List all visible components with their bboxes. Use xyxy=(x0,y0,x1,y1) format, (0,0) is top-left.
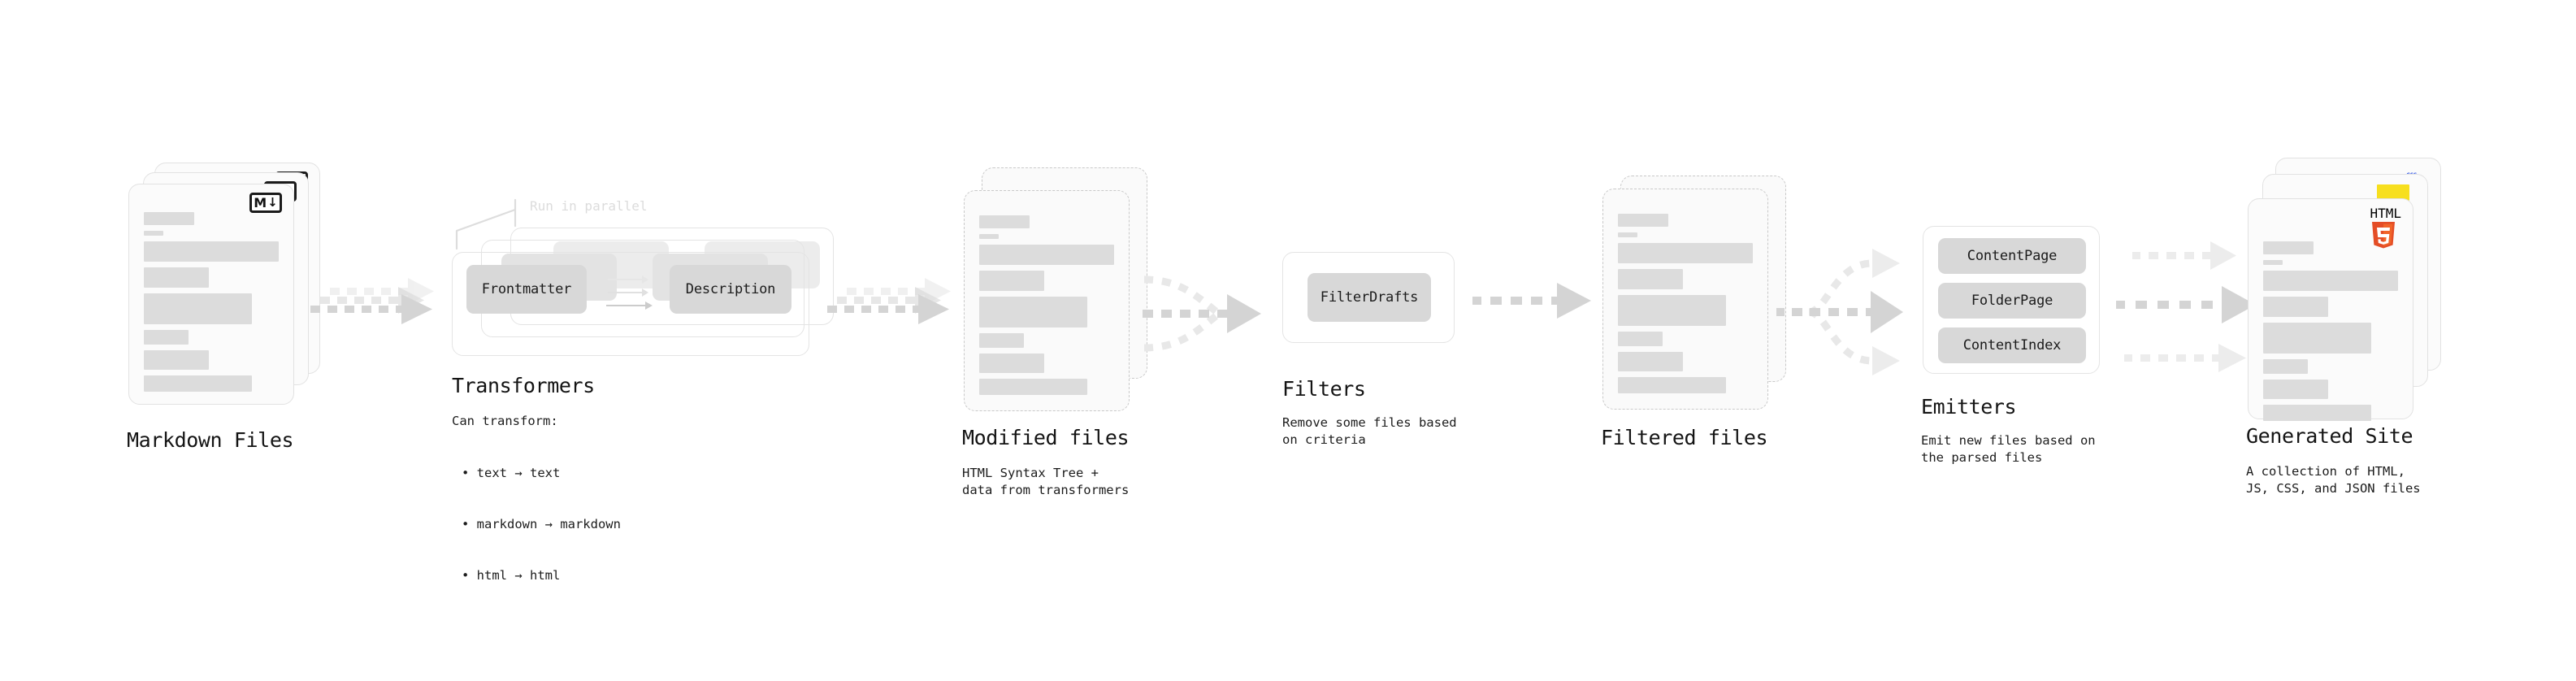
filters-group: FilterDrafts xyxy=(1282,252,1455,343)
markdown-files-title: Markdown Files xyxy=(127,428,294,452)
skeleton-bar xyxy=(1618,332,1663,346)
transformers-group: Run in parallel Frontmatter Description xyxy=(452,192,834,362)
skeleton-bar xyxy=(144,375,252,392)
html5-icon-glyph xyxy=(2372,222,2396,249)
skeleton-bar xyxy=(1618,352,1683,371)
filters-subtitle: Remove some files based on criteria xyxy=(1282,415,1457,447)
connector-filters-to-filtered xyxy=(1471,281,1594,320)
transform-bullet: • markdown → markdown xyxy=(462,517,621,531)
single-arrow-icon xyxy=(1472,283,1591,319)
skeleton-bar xyxy=(144,241,279,262)
markdown-icon: M↓ xyxy=(249,193,282,213)
skeleton-bar xyxy=(2263,260,2283,265)
skeleton-bar xyxy=(144,267,209,288)
emitter-chip-contentpage[interactable]: ContentPage xyxy=(1938,238,2086,274)
connector-transformers-to-modified xyxy=(827,275,957,345)
modified-card-skeleton xyxy=(979,215,1114,395)
generated-site-subtitle: A collection of HTML, JS, CSS, and JSON … xyxy=(2246,464,2421,496)
connector-filtered-to-emitters xyxy=(1776,236,1915,398)
transformer-chip-frontmatter[interactable]: Frontmatter xyxy=(466,265,587,314)
filtered-card-front xyxy=(1602,189,1768,410)
connector-emitters-to-site xyxy=(2113,234,2259,385)
skeleton-bar xyxy=(144,350,209,370)
markdown-card-front: M↓ xyxy=(128,184,294,405)
markdown-card-skeleton xyxy=(144,212,279,392)
skeleton-bar xyxy=(2263,380,2328,399)
site-card-skeleton xyxy=(2263,241,2398,421)
transformers-bullets: • text → text • markdown → markdown • ht… xyxy=(462,431,621,618)
skeleton-bar xyxy=(2263,297,2328,317)
skeleton-bar xyxy=(1618,243,1753,263)
transformer-chip-description[interactable]: Description xyxy=(670,265,791,314)
emitter-chip-contentindex[interactable]: ContentIndex xyxy=(1938,327,2086,363)
transformer-box-front xyxy=(452,252,809,356)
skeleton-bar xyxy=(2263,323,2371,354)
skeleton-bar xyxy=(979,215,1030,228)
filter-chip-filterdrafts[interactable]: FilterDrafts xyxy=(1308,273,1431,322)
skeleton-bar xyxy=(1618,295,1726,326)
skeleton-bar xyxy=(2263,359,2308,374)
connector-modified-to-filters xyxy=(1138,262,1273,367)
filtered-card-skeleton xyxy=(1618,214,1753,393)
html5-icon-label: HTML xyxy=(2370,206,2401,221)
transformer-inner-arrows-icon xyxy=(606,275,653,310)
skeleton-bar xyxy=(1618,377,1726,393)
skeleton-bar xyxy=(144,212,194,225)
skeleton-bar xyxy=(1618,232,1637,237)
skeleton-bar xyxy=(144,330,189,345)
filtered-files-title: Filtered files xyxy=(1601,426,1768,449)
merge-arrow-icon xyxy=(1143,275,1261,352)
modified-files-title: Modified files xyxy=(962,426,1130,449)
skeleton-bar xyxy=(2263,241,2314,254)
javascript-icon-glyph xyxy=(2377,184,2409,201)
site-card-front-html: HTML xyxy=(2248,198,2413,421)
skeleton-bar xyxy=(979,379,1087,395)
transform-bullet: • html → html xyxy=(462,568,561,583)
connector-markdown-to-transformers xyxy=(310,275,440,345)
emitter-chip-folderpage[interactable]: FolderPage xyxy=(1938,283,2086,319)
skeleton-bar xyxy=(979,271,1044,291)
skeleton-bar xyxy=(2263,271,2398,291)
run-in-parallel-note: Run in parallel xyxy=(530,198,648,214)
skeleton-bar xyxy=(979,354,1044,373)
stacked-arrow-icon xyxy=(310,278,434,324)
stacked-arrow-icon xyxy=(827,278,951,324)
skeleton-bar xyxy=(144,293,252,324)
emitters-title: Emitters xyxy=(1921,395,2017,419)
markdown-icon-arrow: ↓ xyxy=(267,195,278,210)
skeleton-bar xyxy=(2263,405,2371,421)
skeleton-bar xyxy=(979,333,1024,348)
transformers-title: Transformers xyxy=(452,374,595,397)
skeleton-bar xyxy=(1618,214,1668,227)
modified-card-front xyxy=(964,190,1130,411)
filters-title: Filters xyxy=(1282,377,1366,401)
generated-site-title: Generated Site xyxy=(2246,424,2413,448)
skeleton-bar xyxy=(979,234,999,239)
transformers-subtitle: Can transform: xyxy=(452,414,558,428)
html5-icon: HTML xyxy=(2370,206,2401,254)
split-arrow-icon xyxy=(1776,249,1903,375)
emitters-subtitle: Emit new files based on the parsed files xyxy=(1921,433,2096,465)
run-in-parallel-bracket-icon xyxy=(455,198,517,250)
emitters-group: ContentPage FolderPage ContentIndex xyxy=(1923,226,2100,374)
markdown-icon-glyph: M↓ xyxy=(249,193,282,213)
transform-bullet: • text → text xyxy=(462,466,561,480)
skeleton-bar xyxy=(1618,269,1683,289)
javascript-icon xyxy=(2377,184,2409,201)
skeleton-bar xyxy=(979,245,1114,265)
markdown-icon-letter: M xyxy=(254,194,267,210)
skeleton-bar xyxy=(979,297,1087,327)
parallel-arrows-icon xyxy=(2116,241,2256,372)
skeleton-bar xyxy=(144,231,163,236)
modified-files-subtitle: HTML Syntax Tree + data from transformer… xyxy=(962,466,1130,497)
